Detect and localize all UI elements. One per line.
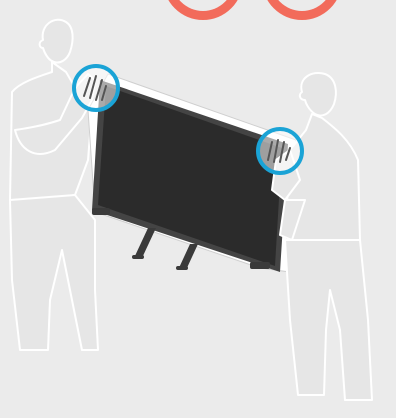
hand-grip-highlight-right-icon — [258, 129, 302, 173]
hand-grip-highlight-left-icon — [74, 66, 118, 110]
